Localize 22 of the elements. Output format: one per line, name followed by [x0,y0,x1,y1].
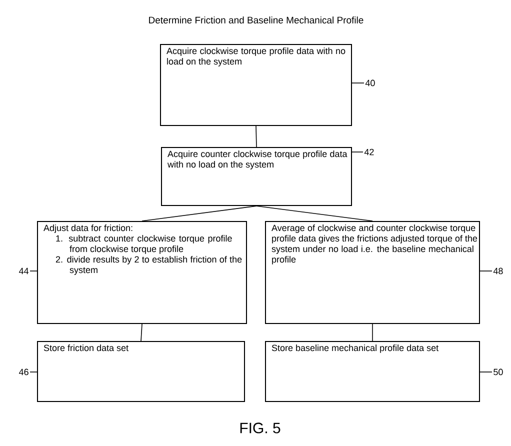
callout-number: 50 [494,368,503,376]
callout-number: 48 [493,268,503,274]
connector-line [256,206,373,222]
connector-line [256,126,257,148]
process-box: Store friction data set [37,341,245,402]
connector-line [142,206,257,222]
process-box: Acquire clockwise torque profile data with no load on the system [160,44,352,126]
leader-line [352,82,364,84]
connector-line [140,324,142,342]
title: Determine Friction and Baseline Mechanical Profile [149,16,364,24]
callout-number: 44 [19,268,29,274]
figure-caption: FIG. 5 [240,422,280,434]
callout-number: 42 [364,148,374,156]
leader-line [480,270,492,272]
callout-number: 46 [19,368,28,376]
leader-line [30,270,38,272]
process-box: Average of clockwise and counter clockwise torque profile data gives the frictions adjusted torque of the system under no load i.e. the baseline mechanical profile [265,221,480,324]
process-box: Adjust data for friction: 1. subtract counter clockwise torque profile from clockwise torque profile 2. divide results by 2 to establish friction of the system [37,221,247,324]
connector-line [372,324,373,342]
process-box: Store baseline mechanical profile data set [265,341,480,402]
callout-number: 40 [365,80,375,86]
process-box: Acquire counter clockwise torque profile data with no load on the system [161,147,352,206]
